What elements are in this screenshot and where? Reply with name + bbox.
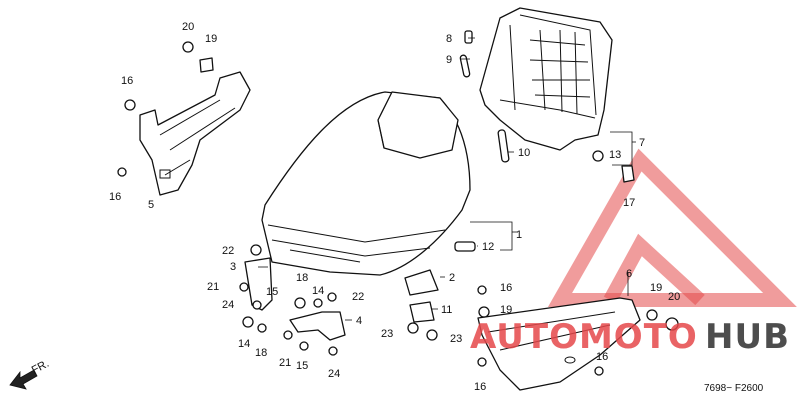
callout-19a: 19 [205,33,217,45]
seat-cover [261,91,471,276]
callout-10: 10 [518,147,530,159]
callout-19c: 19 [500,304,512,316]
callout-5: 5 [148,199,154,211]
callout-18a: 18 [296,272,308,284]
storage-basket [479,7,613,151]
callout-14b: 14 [238,338,250,350]
side-cover [477,297,641,391]
callout-12: 12 [482,241,494,253]
callout-22a: 22 [222,245,234,257]
callout-7: 7 [639,137,645,149]
callout-24b: 24 [328,368,340,380]
callout-14a: 14 [312,285,324,297]
callout-19b: 19 [650,282,662,294]
rear-bracket [139,71,251,196]
callout-16c: 16 [500,282,512,294]
callout-15a: 15 [266,286,278,298]
callout-22b: 22 [352,291,364,303]
callout-20b: 20 [668,291,680,303]
callout-8: 8 [446,33,452,45]
callout-23b: 23 [450,333,462,345]
callout-13: 13 [609,149,621,161]
watermark-part2: HUB [705,317,790,357]
callout-21b: 21 [279,357,291,369]
callout-20a: 20 [182,21,194,33]
callout-24a: 24 [222,299,234,311]
callout-1: 1 [516,229,522,241]
callout-6: 6 [626,268,632,280]
callout-labels: 1 2 3 4 5 6 7 8 9 10 11 12 13 14 14 15 1… [109,21,680,393]
small-parts [117,30,679,376]
callout-16b: 16 [109,191,121,203]
direction-label: FR. [30,358,51,377]
diagram-code: 7698− F2600 [704,383,764,394]
callout-18b: 18 [255,347,267,359]
callout-2: 2 [449,272,455,284]
watermark-text: AUTOMOTO HUB [470,317,790,357]
callout-11: 11 [441,304,452,316]
callout-9: 9 [446,54,452,66]
leader-lines [258,37,636,321]
watermark-part1: AUTOMOTO [470,317,698,357]
callout-16d: 16 [474,381,486,393]
callout-23a: 23 [381,328,393,340]
callout-21a: 21 [207,281,219,293]
callout-16a: 16 [121,75,133,87]
watermark-logo-triangle [547,148,797,307]
front-direction-arrow: FR. [9,358,51,390]
callout-15b: 15 [296,360,308,372]
callout-3: 3 [230,261,236,273]
callout-17: 17 [623,197,635,209]
callout-16e: 16 [596,351,608,363]
callout-4: 4 [356,315,362,327]
